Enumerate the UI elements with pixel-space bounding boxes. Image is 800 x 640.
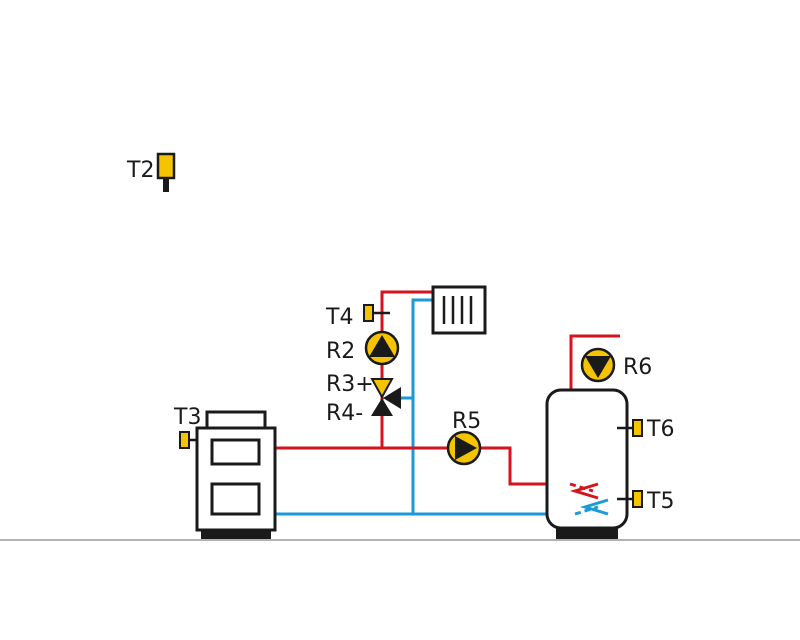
three-way-mixing-valve-icon <box>370 378 401 416</box>
label-t6: T6 <box>646 417 674 442</box>
boiler-icon <box>195 410 277 539</box>
heat-exchanger-coil <box>569 482 609 516</box>
label-t4: T4 <box>325 305 353 330</box>
radiator-icon <box>431 285 487 335</box>
storage-tank-icon <box>545 388 629 539</box>
sensor-t5 <box>617 490 643 508</box>
pump-r5 <box>446 430 482 466</box>
label-r5: R5 <box>452 409 481 434</box>
label-t3: T3 <box>173 405 201 430</box>
pump-r6 <box>580 347 616 383</box>
sensor-t2 <box>156 152 176 192</box>
pump-r2 <box>364 330 400 366</box>
sensor-t3 <box>179 431 197 449</box>
sensor-t4 <box>363 304 390 322</box>
label-r2: R2 <box>326 339 355 364</box>
label-t5: T5 <box>646 489 674 514</box>
label-t2: T2 <box>126 158 154 183</box>
sensor-t6 <box>617 419 643 437</box>
label-r6: R6 <box>623 355 652 380</box>
label-r3: R3+ <box>326 372 374 397</box>
label-r4: R4- <box>326 401 363 426</box>
